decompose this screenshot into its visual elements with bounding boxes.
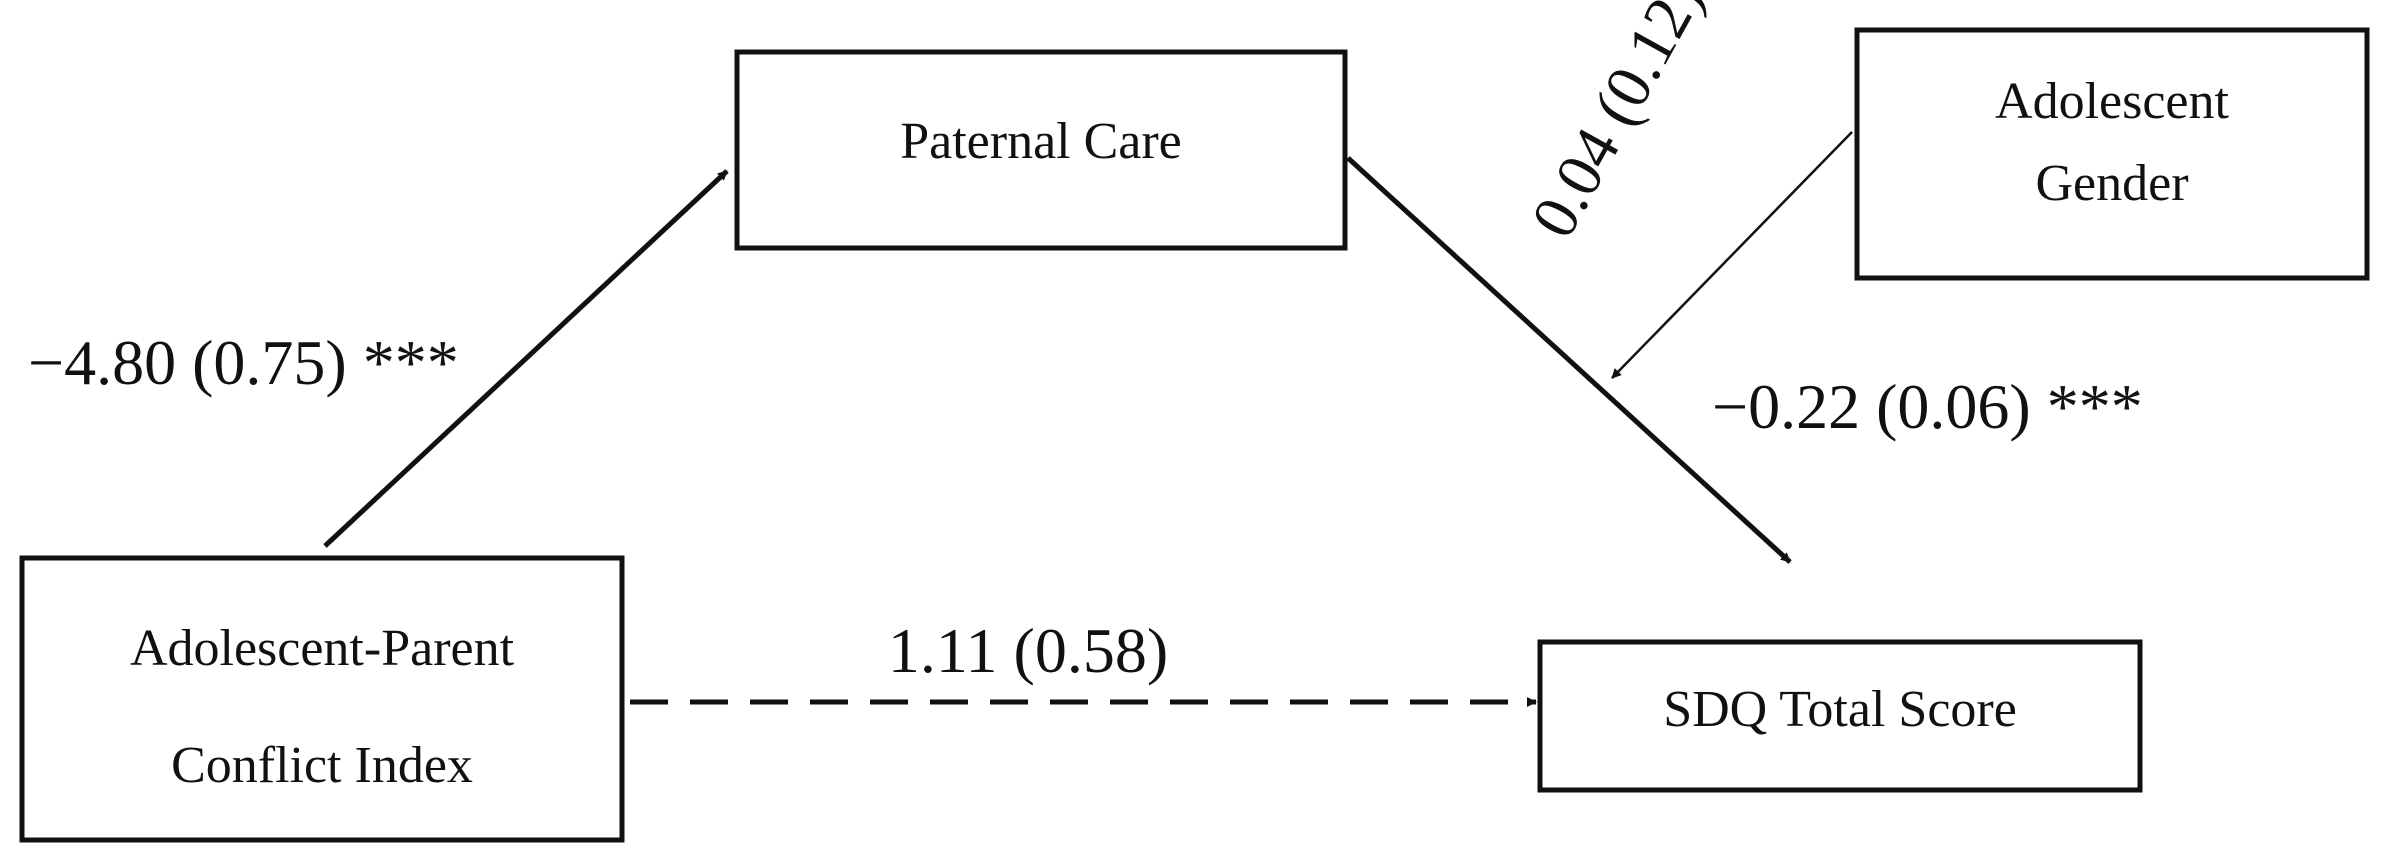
paternal-care-label: Paternal Care bbox=[900, 113, 1182, 170]
conflict-index-label-line1: Adolescent-Parent bbox=[130, 620, 515, 677]
sdq-total-box bbox=[1537, 639, 2143, 793]
adolescent-gender-label-line2: Gender bbox=[2035, 155, 2188, 212]
label-gender-moderation: 0.04 (0.12) bbox=[1517, 0, 1716, 249]
adolescent-gender-label-line1: Adolescent bbox=[1995, 73, 2229, 130]
arrow-care-to-sdq bbox=[1346, 156, 1792, 564]
arrow-conflict-to-care bbox=[323, 169, 729, 548]
label-care-to-sdq: −0.22 (0.06) *** bbox=[1712, 371, 2143, 442]
label-conflict-to-care: −4.80 (0.75) *** bbox=[28, 327, 459, 398]
adolescent-gender-box bbox=[1854, 27, 2370, 281]
conflict-index-label-line2: Conflict Index bbox=[171, 737, 473, 794]
arrow-gender-moderation bbox=[1611, 131, 1853, 379]
paternal-care-box bbox=[734, 49, 1348, 251]
conflict-index-box bbox=[19, 555, 625, 843]
sdq-total-label: SDQ Total Score bbox=[1663, 681, 2017, 738]
label-conflict-to-sdq: 1.11 (0.58) bbox=[888, 615, 1168, 686]
